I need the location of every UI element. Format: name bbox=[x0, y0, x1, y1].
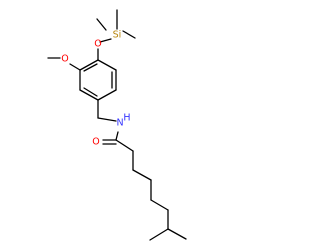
bond-ring-o-methoxy bbox=[69, 63, 81, 71]
atom-si: Si bbox=[113, 30, 122, 41]
atom-o-methoxy: O bbox=[61, 54, 68, 65]
atom-h-amide: H bbox=[123, 113, 130, 124]
atom-o-silyl: O bbox=[94, 39, 101, 50]
bond-n-carbonyl bbox=[115, 131, 119, 141]
bond-ring-double-1 bbox=[83, 63, 98, 72]
bond-chain-5 bbox=[150, 199, 169, 211]
bond-ring-double-2 bbox=[83, 87, 98, 97]
atom-n-amide: N bbox=[116, 118, 123, 129]
molecule-diagram: Si O O N H O bbox=[47, 9, 187, 241]
bond-si-methyl-right bbox=[122, 30, 136, 39]
bond-si-methyl-left bbox=[96, 18, 107, 31]
bond-ring-3 bbox=[79, 89, 99, 101]
atom-o-carbonyl: O bbox=[92, 137, 99, 148]
bond-layer bbox=[47, 9, 187, 241]
atom-label-layer: Si O O N H O bbox=[61, 30, 130, 148]
bond-chain-1 bbox=[115, 139, 134, 152]
bond-ring-1 bbox=[79, 59, 99, 71]
bond-ch2-n bbox=[97, 117, 117, 122]
bond-ring-4 bbox=[97, 89, 117, 101]
bond-chain-8 bbox=[149, 228, 169, 241]
bond-chain-3 bbox=[132, 169, 152, 181]
bond-chain-7 bbox=[167, 228, 187, 240]
bond-ring-6 bbox=[97, 59, 117, 71]
bond-si-o bbox=[99, 38, 112, 43]
